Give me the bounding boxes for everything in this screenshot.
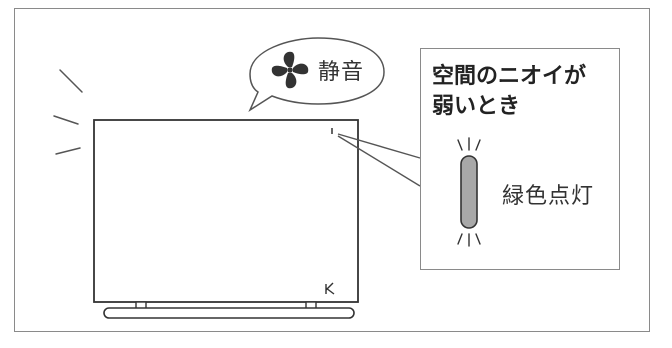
callout-title: 空間のニオイが 弱いとき (432, 62, 612, 122)
speech-bubble (248, 37, 385, 112)
mode-label: 静音 (318, 60, 365, 85)
callout-title-line2: 弱いとき (432, 94, 521, 119)
emphasis-lines-left (53, 69, 83, 155)
fan-icon (271, 51, 309, 89)
brand-mark-icon (325, 282, 335, 295)
callout-pointer (337, 133, 421, 187)
callout-box (420, 48, 620, 270)
callout-title-line1: 空間のニオイが (432, 64, 587, 89)
air-purifier-unit (93, 119, 359, 319)
status-label: 緑色点灯 (502, 184, 595, 209)
